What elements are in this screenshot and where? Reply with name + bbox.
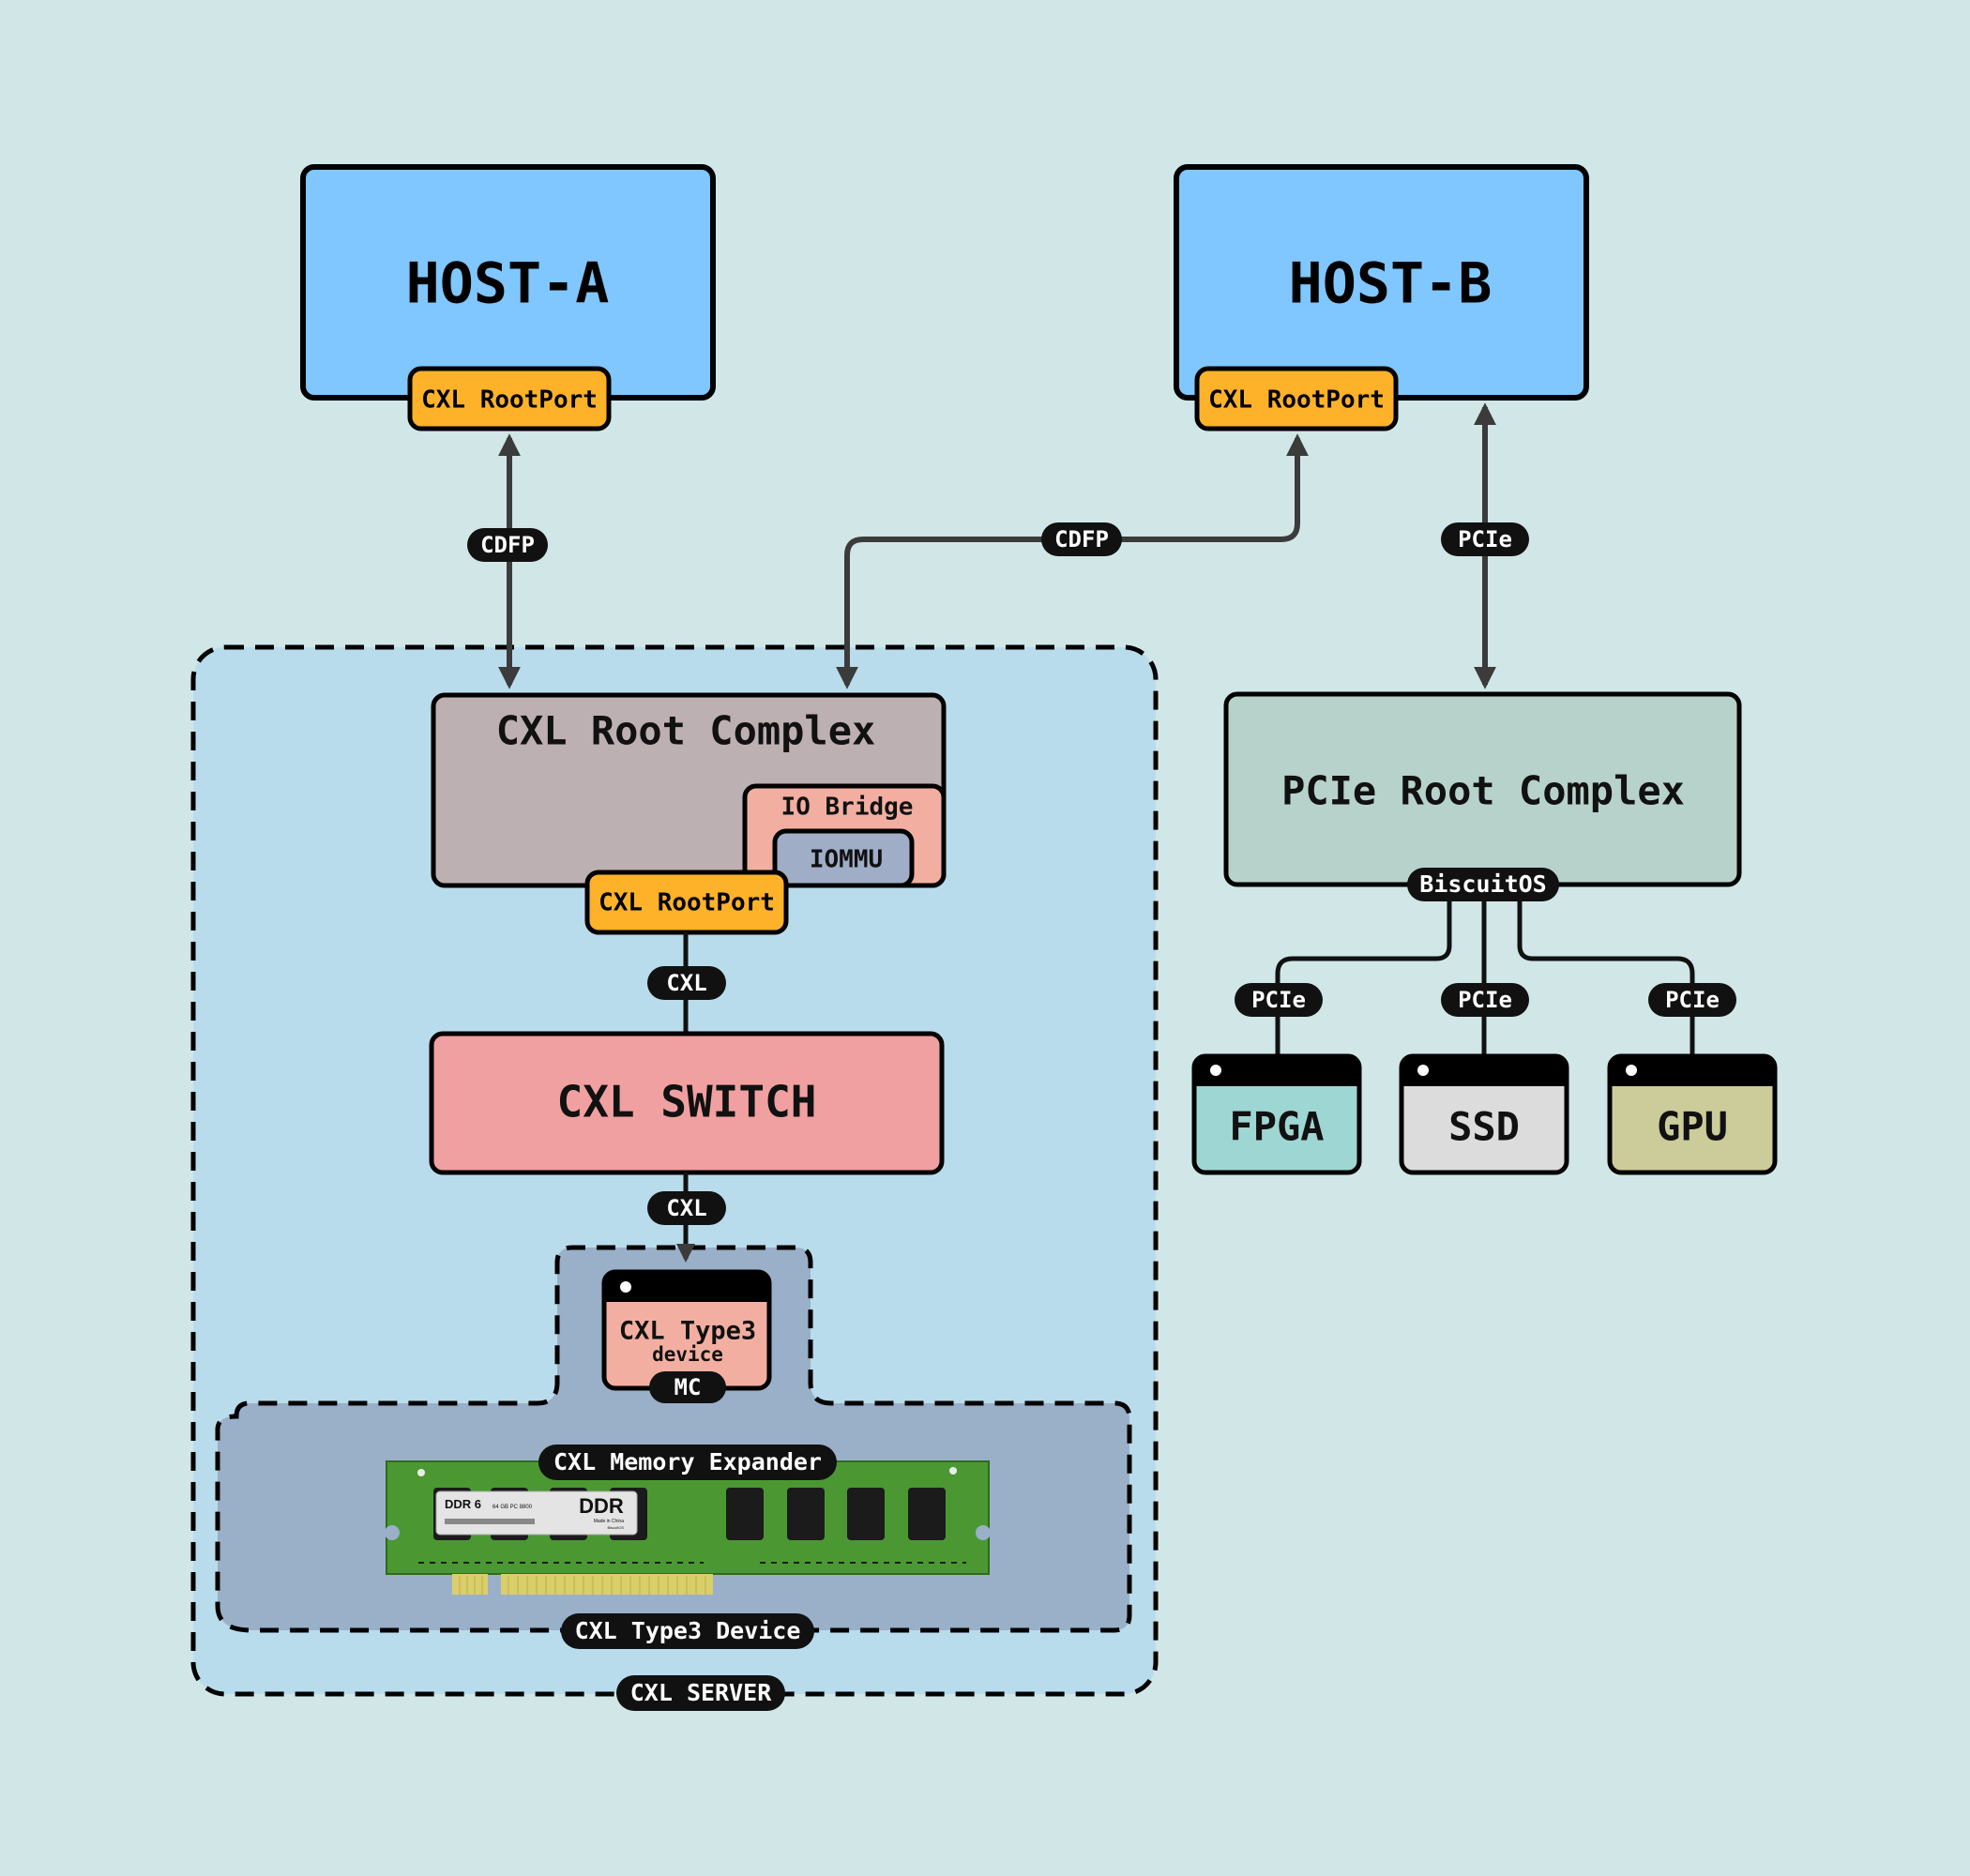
chip-indicator-dot bbox=[620, 1281, 631, 1293]
type3-device-pill: CXL Type3 Device bbox=[561, 1613, 814, 1649]
memory-expander-label: CXL Memory Expander bbox=[553, 1448, 822, 1475]
dimm-brand-label: DDR bbox=[579, 1494, 624, 1518]
io-bridge-label: IO Bridge bbox=[781, 794, 914, 822]
host-a-title: HOST-A bbox=[406, 251, 610, 317]
fpga-device: FPGA bbox=[1191, 1053, 1362, 1175]
cdfp-pill-a: CDFP bbox=[467, 528, 548, 562]
cxl-root-complex-title: CXL Root Complex bbox=[496, 708, 876, 754]
dimm-origin-label: Made in China bbox=[594, 1519, 624, 1524]
host-b-title: HOST-B bbox=[1289, 251, 1493, 317]
cxl-pill-lower-label: CXL bbox=[666, 1195, 706, 1221]
pcie-pill-fpga: PCIe bbox=[1235, 983, 1323, 1017]
cdfp-pill-a-label: CDFP bbox=[480, 532, 535, 558]
mc-pill-label: MC bbox=[674, 1374, 702, 1400]
ssd-label: SSD bbox=[1448, 1104, 1520, 1150]
cxl-server-pill: CXL SERVER bbox=[616, 1675, 785, 1711]
mc-pill: MC bbox=[649, 1371, 726, 1403]
biscuitos-label: BiscuitOS bbox=[1419, 870, 1546, 898]
pcie-pill-host-b-label: PCIe bbox=[1458, 526, 1512, 552]
pcie-pill-gpu-label: PCIe bbox=[1665, 987, 1720, 1013]
cdfp-pill-b-label: CDFP bbox=[1054, 526, 1109, 552]
host-b-rootport-label: CXL RootPort bbox=[1208, 386, 1385, 415]
pcie-pill-gpu: PCIe bbox=[1648, 983, 1736, 1017]
pcie-root-complex-title: PCIe Root Complex bbox=[1281, 768, 1685, 814]
ssd-device: SSD bbox=[1399, 1053, 1569, 1175]
cxl-type3-title: CXL Type3 bbox=[619, 1317, 756, 1346]
biscuitos-pill: BiscuitOS bbox=[1407, 868, 1559, 901]
pcie-pill-ssd-label: PCIe bbox=[1458, 987, 1512, 1013]
ddr-dimm-image: DDR 6 64 GB PC 8800 DDR Made in China Bi… bbox=[385, 1460, 991, 1595]
pcie-branch-gpu bbox=[1517, 885, 1695, 1056]
host-a-rootport-label: CXL RootPort bbox=[421, 386, 598, 415]
dimm-gen-label: DDR 6 bbox=[445, 1497, 481, 1511]
pcie-branch-fpga bbox=[1275, 885, 1452, 1056]
dimm-spec-label: 64 GB PC 8800 bbox=[492, 1505, 533, 1510]
iommu-label: IOMMU bbox=[810, 846, 883, 874]
iommu bbox=[772, 828, 915, 888]
memory-expander-pill: CXL Memory Expander bbox=[538, 1445, 837, 1480]
pcie-pill-host-b: PCIe bbox=[1441, 522, 1529, 556]
cxl-server-label: CXL SERVER bbox=[630, 1679, 772, 1706]
cxl-switch-label: CXL SWITCH bbox=[557, 1077, 817, 1127]
cxl-type3-chip: CXL Type3 device bbox=[601, 1269, 772, 1391]
host-a-rootport bbox=[407, 366, 612, 431]
cxl-pill-lower: CXL bbox=[647, 1191, 726, 1225]
pcie-pill-fpga-label: PCIe bbox=[1251, 987, 1306, 1013]
cxl-pill-upper: CXL bbox=[647, 966, 726, 1000]
cdfp-pill-b: CDFP bbox=[1041, 522, 1122, 556]
cxl-type3-subtitle: device bbox=[652, 1343, 723, 1366]
dimm-gold-contacts-left bbox=[452, 1574, 488, 1595]
cxl-pill-upper-label: CXL bbox=[666, 970, 706, 996]
gpu-device: GPU bbox=[1607, 1053, 1778, 1175]
dimm-gold-contacts-right bbox=[501, 1574, 713, 1595]
type3-device-label: CXL Type3 Device bbox=[575, 1617, 801, 1644]
gpu-label: GPU bbox=[1657, 1104, 1728, 1150]
fpga-label: FPGA bbox=[1229, 1104, 1324, 1150]
pcie-pill-ssd: PCIe bbox=[1441, 983, 1529, 1017]
cxl-rc-rootport-label: CXL RootPort bbox=[599, 889, 775, 917]
dimm-maker-label: BiscuitOS bbox=[607, 1525, 624, 1530]
host-b-rootport bbox=[1194, 366, 1399, 431]
